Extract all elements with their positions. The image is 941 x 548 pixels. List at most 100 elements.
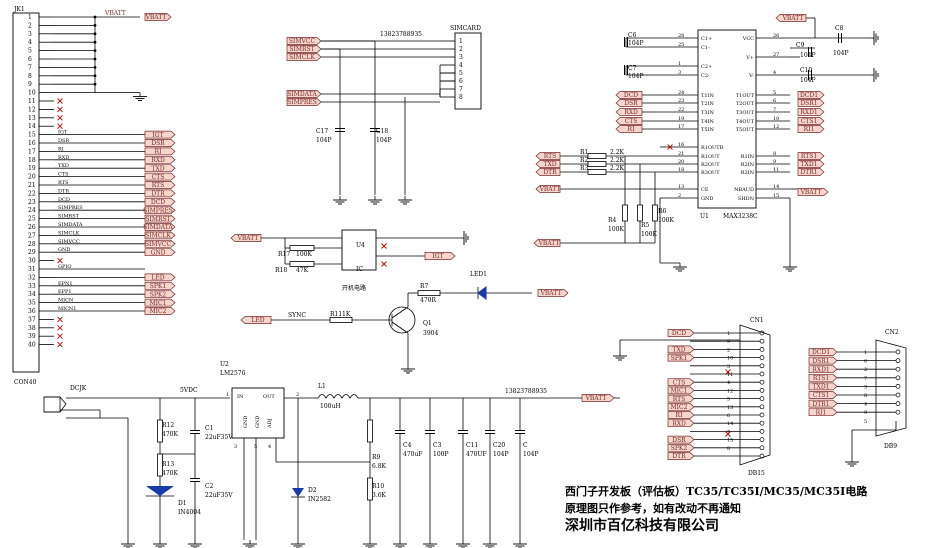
pullup-1 xyxy=(637,204,643,222)
d1-ref: D1 xyxy=(178,500,187,507)
cn2-ri1-flag-label: RI1 xyxy=(816,409,827,416)
max-right-pin-num: 14 xyxy=(773,184,779,190)
cn2-pin: 7 xyxy=(864,376,867,382)
jk1-pin-36: 36 xyxy=(28,308,36,315)
c21-value: 104P xyxy=(523,451,539,458)
jk1-16-flag-label: DSR xyxy=(151,140,165,147)
jk1-24-flag-label: SIMPRES xyxy=(143,207,173,214)
cn2-contact xyxy=(895,366,901,372)
u4-body xyxy=(341,229,377,271)
jk1-pin-22: 22 xyxy=(28,190,36,197)
jk1-pin-29: 29 xyxy=(28,249,36,256)
jk1-pin-17: 17 xyxy=(28,148,36,155)
cn2-dcd1-flag-label: DCD1 xyxy=(812,349,830,356)
jk1-vbatt-flag-label: VBATT xyxy=(145,14,167,21)
jk1-net-28: SIMVCC xyxy=(58,239,80,245)
cn2-dtr1-flag xyxy=(808,399,838,408)
max-left-pin-name: C1- xyxy=(701,45,710,51)
max-out-dsr1-flag-label: DSR1 xyxy=(800,100,817,107)
sim-simclk-flag-label: SIMCLK xyxy=(289,54,315,61)
r10-ref: R10 xyxy=(372,483,384,490)
jk1-nc-b xyxy=(57,98,63,104)
jk1-net-29: GND xyxy=(58,247,70,253)
jk1-20-flag-label: CTS xyxy=(152,174,165,181)
jk1-33-flag xyxy=(144,281,176,290)
cn2-rxd1-flag xyxy=(808,365,838,374)
u4-vbatt-flag xyxy=(230,234,262,242)
jk1-35-flag xyxy=(144,298,176,307)
c7-ref: C7 xyxy=(628,65,637,72)
cn2-txd1-flag xyxy=(808,382,838,391)
jk1-pin-34: 34 xyxy=(28,291,36,298)
junction xyxy=(93,40,97,44)
title-line3: 深圳市百亿科技有限公司 xyxy=(565,517,719,534)
led-vbatt-flag-label: VBATT xyxy=(540,290,562,297)
jk1-pin-24: 24 xyxy=(28,207,36,214)
sim-simdata-flag-label: SIMDATA xyxy=(287,91,317,98)
junction xyxy=(93,24,97,27)
q1-ref: Q1 xyxy=(423,320,432,327)
junction xyxy=(93,15,97,19)
jk1-pin-2: 2 xyxy=(28,22,32,29)
max-rxin-rts-flag xyxy=(535,152,561,160)
max3238-body xyxy=(697,29,757,209)
max-out-ri1-flag-label: RI1 xyxy=(804,126,815,133)
jk1-23-flag xyxy=(144,197,176,206)
d2-ref: D2 xyxy=(308,487,317,494)
cn1-rts-flag xyxy=(667,394,695,403)
r4-ref: R4 xyxy=(608,217,617,224)
u2-num-2: 2 xyxy=(296,392,299,398)
led1-body xyxy=(477,286,487,300)
jk1-pin-19: 19 xyxy=(28,165,36,172)
cn1-spk2-flag xyxy=(667,443,695,452)
d2-body xyxy=(292,488,304,497)
power-vbatt-flag-label: VBATT xyxy=(585,395,607,402)
c21-ref: C xyxy=(523,442,528,449)
title-line2: 原理图只作参考，如有改动不再通知 xyxy=(565,501,741,515)
jk1-29-flag xyxy=(144,248,176,257)
led1-ref: LED1 xyxy=(470,271,487,278)
cn2-contact xyxy=(895,349,901,355)
u4-igt-flag-label: IGT xyxy=(432,253,443,260)
r9-ref: R9 xyxy=(372,454,381,461)
max-right-pin-name: T5OUT xyxy=(736,127,755,133)
d1-body xyxy=(146,486,174,496)
cn1-pin: 1 xyxy=(727,331,730,337)
cn1-ri-flag xyxy=(667,411,695,419)
jk1-nc-b xyxy=(57,316,63,323)
max-left-pin-num: 20 xyxy=(678,159,684,165)
jk1-27-flag xyxy=(144,231,176,240)
out-cap-ref-1: C3 xyxy=(433,442,442,449)
jk1-35-flag-label: MIC1 xyxy=(150,300,167,307)
out-cap-value-2: 470UF xyxy=(466,451,487,458)
jk1-25-flag-label: SIMRST xyxy=(145,216,170,223)
c1-ref: C1 xyxy=(205,425,213,432)
u4-part: IC xyxy=(356,266,363,273)
jk1-nc-b xyxy=(57,114,63,121)
max-in-dsr-flag-label: DSR xyxy=(624,100,638,107)
cn2-rts1-flag-label: RTS1 xyxy=(813,375,829,382)
c18-value: 104P xyxy=(376,137,392,144)
max-out-dsr1-flag xyxy=(797,99,825,107)
max-in-dcd-flag xyxy=(615,91,643,99)
jk1-15-flag xyxy=(144,130,176,139)
jk1-pin-18: 18 xyxy=(28,157,36,164)
max-right-pin-num: 15 xyxy=(773,193,779,199)
cn1-contact xyxy=(759,338,765,344)
title-block: 西门子开发板（评估板）TC35/TC35I/MC35/MC35I电路 原理图只作… xyxy=(565,484,868,534)
cn1-pin: 9 xyxy=(727,339,730,345)
max-rxout-txd1-flag-label: TXD1 xyxy=(801,161,818,168)
jk1-net-15: IGT xyxy=(58,130,68,136)
r12-value: 470K xyxy=(162,431,178,438)
jk1-net-24: SIMPRES xyxy=(58,205,83,211)
cn2-pin: 6 xyxy=(864,359,867,365)
jk1-pin-32: 32 xyxy=(28,274,36,281)
max-rxin-txd-flag-label: TXD xyxy=(543,161,556,168)
jk1-net-19: TXD xyxy=(58,163,69,169)
jk1-pin-26: 26 xyxy=(28,224,36,231)
max-rxout-rts1-flag xyxy=(797,152,825,160)
jk1-17-flag xyxy=(144,147,176,156)
max-left-pin-name: C1+ xyxy=(701,36,712,42)
max-rxin-dtr-flag-label: DTR xyxy=(543,169,557,176)
